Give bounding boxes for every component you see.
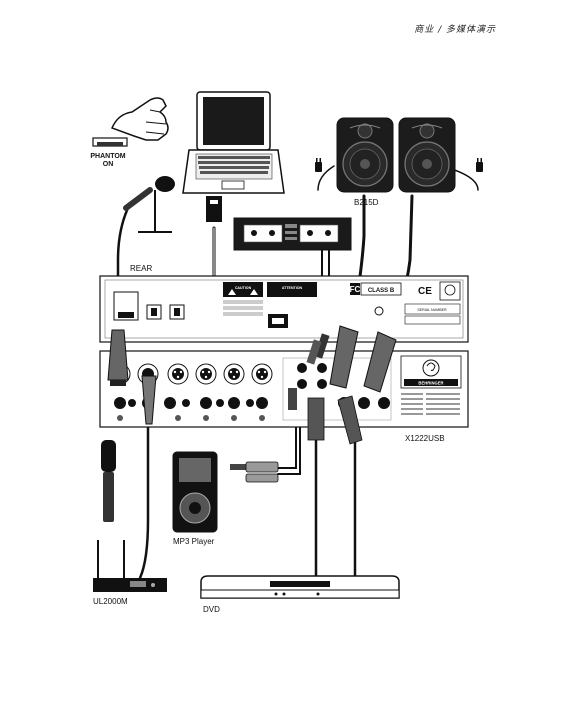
wireless-microphone [101, 440, 116, 522]
mp3-label: MP3 Player [173, 537, 215, 546]
mixer-rear-panel: CAUTION ATTENTION FC CLASS B CE SERIAL N… [99, 275, 469, 343]
class-b-label: CLASS B [368, 288, 395, 294]
mp3-player [172, 451, 279, 533]
ce-mark: CE [418, 286, 432, 297]
page-header: 商业 / 多媒体演示 [414, 25, 496, 35]
phantom-label: PHANTOM [90, 153, 125, 160]
brand-logo: BEHRINGER [400, 355, 462, 389]
svg-text:CAUTION: CAUTION [235, 286, 252, 290]
mixer-label: X1222USB [405, 434, 445, 443]
wireless-label: UL2000M [93, 597, 128, 606]
tape-deck [233, 217, 352, 251]
dvd-label: DVD [203, 605, 220, 614]
microphone-icon [155, 176, 175, 192]
wireless-receiver [93, 540, 167, 592]
svg-text:BEHRINGER: BEHRINGER [418, 381, 443, 386]
pointing-hand-icon [110, 97, 169, 141]
microphone-on-stand [123, 176, 175, 233]
usb-plug-icon [206, 196, 222, 222]
fc-mark: FC [350, 285, 361, 294]
speaker-label: B215D [354, 198, 379, 207]
laptop [182, 91, 285, 222]
phantom-on-label: ON [103, 161, 114, 168]
microphone-cable [116, 206, 130, 332]
mixer-front-panel: BEHRINGER [99, 350, 469, 428]
laptop-screen [203, 97, 264, 145]
attention-label: ATTENTION [282, 286, 303, 290]
caution-label: CAUTION [223, 282, 263, 297]
speaker-right [398, 117, 456, 193]
phantom-power-illustration: PHANTOM ON [90, 97, 169, 168]
speaker-left [336, 117, 394, 193]
power-plug-icon [315, 158, 483, 172]
connector-plugs [107, 325, 397, 445]
rear-label: REAR [130, 264, 152, 273]
dvd-player [200, 575, 400, 599]
serial-number-label: SERIAL NUMBER [417, 308, 447, 312]
wireless-cable [138, 418, 150, 580]
